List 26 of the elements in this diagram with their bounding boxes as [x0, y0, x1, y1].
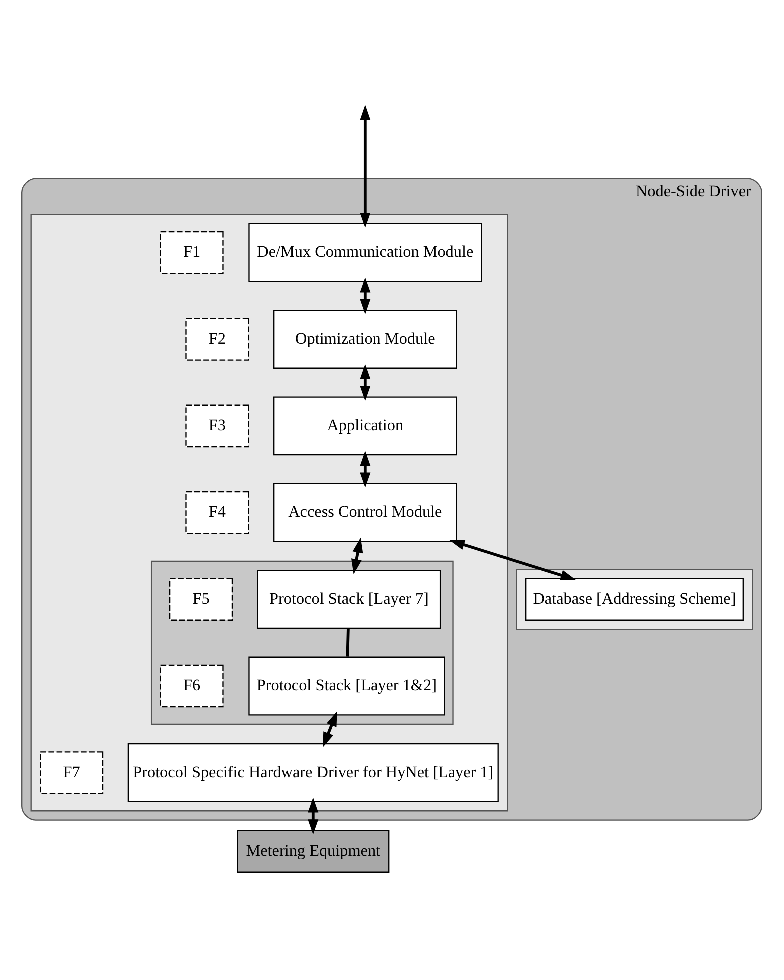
node-box: F1 [160, 230, 224, 274]
arrow [360, 277, 371, 314]
node-box: F4 [186, 491, 250, 534]
node-box: Optimization Module [274, 310, 458, 368]
node-box: F3 [186, 404, 250, 448]
node-box: Protocol Stack [Layer 1&2] [248, 656, 446, 716]
cluster [150, 560, 454, 724]
node-box: F6 [160, 664, 224, 708]
arrow [352, 537, 364, 574]
arrow [360, 450, 371, 488]
node-box: F5 [169, 578, 234, 620]
arrow [308, 797, 319, 834]
node-box: Protocol Stack [Layer 7] [257, 570, 442, 629]
node-box: F2 [186, 318, 250, 360]
connector [346, 628, 350, 656]
node-box: F7 [40, 751, 104, 794]
arrow [323, 710, 338, 748]
arrow [360, 364, 371, 401]
node-box: Metering Equipment [237, 830, 390, 872]
node-box: Database [Addressing Scheme] [526, 578, 744, 620]
node-box: De/Mux Communication Module [248, 222, 482, 282]
node-box: Protocol Specific Hardware Driver for HyNet [Layer 1] [128, 742, 499, 802]
node-box: Application [274, 396, 458, 456]
arrow [360, 104, 371, 228]
node-box: Access Control Module [274, 482, 458, 542]
arrow [450, 539, 576, 580]
